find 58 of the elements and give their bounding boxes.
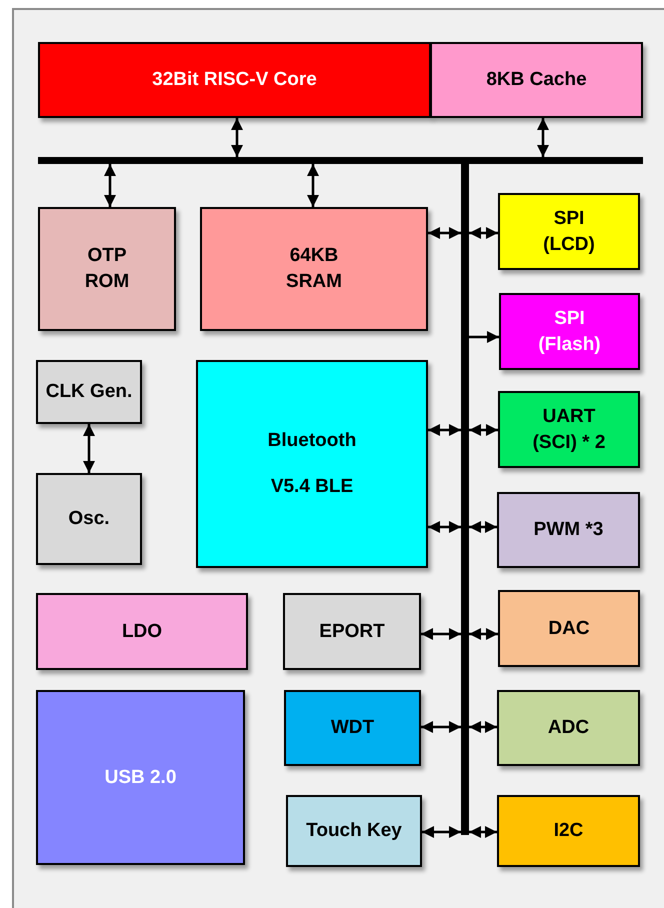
block	[498, 590, 640, 667]
block	[36, 593, 248, 670]
arrow	[428, 521, 461, 533]
block-label: 32Bit RISC-V Core	[152, 68, 317, 92]
block-label: WDT	[330, 716, 374, 740]
block	[36, 690, 245, 865]
arrow	[421, 721, 461, 733]
block-label: OTP ROM	[84, 244, 130, 294]
block	[498, 391, 640, 468]
block	[286, 795, 422, 867]
block	[284, 690, 421, 766]
arrow	[469, 331, 499, 343]
block-label: SPI (LCD)	[542, 206, 596, 256]
arrow	[104, 164, 116, 207]
arrow	[428, 227, 461, 239]
arrow	[83, 424, 95, 473]
block	[200, 207, 428, 331]
block-label: PWM *3	[534, 518, 604, 542]
block-label: 64KB SRAM	[285, 244, 343, 294]
arrow	[231, 118, 243, 157]
block-label: Touch Key	[306, 819, 402, 844]
block	[497, 492, 640, 568]
block-label: EPORT	[319, 620, 385, 644]
block-label: Osc.	[68, 507, 110, 532]
block-label: CLK Gen.	[46, 380, 132, 404]
block	[36, 360, 142, 424]
arrow	[469, 424, 498, 436]
block	[497, 690, 640, 766]
block	[38, 207, 176, 331]
block-label: SPI (Flash)	[537, 306, 602, 356]
arrow	[307, 164, 319, 207]
arrow	[422, 826, 461, 838]
bus-bar	[38, 157, 643, 164]
block-label: ADC	[548, 716, 590, 740]
arrow	[469, 826, 497, 838]
arrow	[469, 721, 497, 733]
block-label: DAC	[548, 616, 590, 641]
arrow	[537, 118, 549, 157]
block	[498, 193, 640, 270]
block-label: LDO	[122, 620, 162, 644]
block	[430, 42, 643, 118]
arrow	[421, 628, 461, 640]
block	[499, 293, 640, 370]
block-label: USB 2.0	[104, 766, 176, 790]
arrow	[469, 521, 497, 533]
block-label: UART (SCI) * 2	[532, 404, 606, 454]
block-label: V5.4 BLE	[270, 475, 354, 499]
arrow	[428, 424, 461, 436]
block-label: 8KB Cache	[486, 68, 587, 92]
block	[196, 360, 428, 568]
block-label: I2C	[554, 819, 584, 844]
block	[36, 473, 142, 565]
block	[38, 42, 431, 118]
arrow	[469, 227, 498, 239]
arrow	[469, 628, 498, 640]
block	[497, 795, 640, 867]
block-label: Bluetooth	[268, 429, 356, 454]
block	[283, 593, 421, 670]
